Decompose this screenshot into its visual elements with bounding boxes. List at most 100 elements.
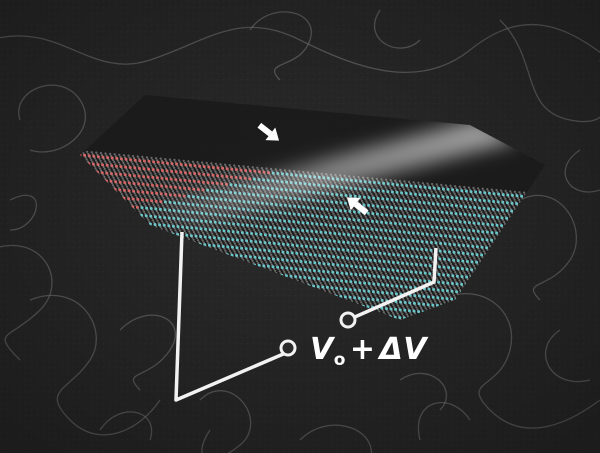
lattice-atom [290,224,293,227]
lattice-atom [349,272,353,276]
lattice-atom [311,265,314,268]
lattice-atom [306,196,309,199]
lattice-atom [233,174,236,177]
lattice-atom [391,302,394,305]
lattice-atom [155,157,158,160]
lattice-atom [351,284,354,287]
lattice-atom [189,234,193,238]
lattice-atom [334,250,337,253]
lattice-atom [157,221,160,224]
lattice-atom [374,269,377,272]
lattice-atom [105,171,109,175]
lattice-atom [381,291,385,295]
lattice-atom [182,167,185,170]
lattice-atom [236,213,239,216]
lattice-atom [185,224,188,227]
lattice-atom [320,205,323,208]
lattice-atom [339,277,342,280]
lattice-atom [226,237,230,241]
lattice-atom [274,269,277,272]
lattice-atom [366,288,369,291]
lattice-atom [153,215,157,219]
lattice-atom [251,252,254,255]
lattice-atom [191,176,194,179]
lattice-atom [346,282,349,285]
lattice-atom [185,226,189,229]
lattice-atom [290,242,293,245]
lattice-atom [259,223,262,226]
lattice-atom [298,258,301,261]
lattice-atom [257,170,261,174]
lattice-atom [200,169,203,172]
lattice-atom [251,166,254,169]
lattice-atom [336,228,339,231]
lattice-atom [280,239,283,242]
lattice-atom [315,222,319,226]
lattice-atom [359,248,362,251]
lattice-atom [218,178,221,181]
lattice-atom [272,224,275,227]
lattice-atom [190,174,193,177]
lattice-atom [210,230,213,233]
lattice-atom [370,286,373,289]
lattice-atom [290,234,293,237]
lattice-atom [333,189,336,192]
lattice-atom [380,297,383,300]
lattice-atom [340,229,343,232]
lattice-atom [324,223,328,227]
lattice-atom [321,268,324,271]
lattice-atom [328,239,332,243]
lattice-atom [291,218,294,221]
lattice-atom [144,179,147,182]
lattice-atom [159,165,162,168]
lattice-atom [94,167,97,170]
lattice-atom [258,213,261,216]
lattice-atom [304,225,307,228]
lattice-atom [162,163,165,166]
lattice-atom [106,174,109,177]
lattice-atom [324,206,327,209]
lattice-atom [98,157,101,160]
lattice-atom [176,172,179,175]
lattice-atom [299,217,302,220]
lattice-atom [283,245,286,248]
lattice-atom [254,172,257,175]
lattice-atom [274,254,277,257]
lattice-atom [244,220,247,223]
lattice-atom [336,263,340,267]
lattice-atom [333,290,336,294]
lattice-atom [173,166,176,169]
lattice-atom [227,222,231,226]
lattice-atom [225,218,228,221]
lattice-atom [188,179,192,183]
lattice-atom [309,271,312,274]
lattice-atom [296,211,299,214]
lattice-atom [273,259,276,263]
lattice-atom [313,209,316,212]
lattice-atom [244,212,247,215]
lattice-atom [288,230,291,233]
lattice-atom [294,259,298,263]
lattice-atom [364,258,368,262]
lattice-atom [304,200,307,203]
lattice-atom [153,180,156,183]
lattice-atom [331,270,335,274]
lattice-atom [252,226,255,229]
lattice-atom [162,196,165,199]
lattice-atom [240,221,243,224]
lattice-atom [168,183,171,186]
lattice-atom [126,195,129,198]
lattice-atom [166,222,169,225]
lattice-atom [341,281,344,285]
lattice-atom [309,202,312,205]
lattice-atom [279,221,283,224]
lattice-atom [224,216,227,219]
lattice-atom [276,257,280,261]
lattice-atom [290,199,293,202]
lattice-atom [225,233,228,237]
lattice-atom [254,230,257,233]
lattice-atom [284,239,287,242]
lattice-atom [122,154,125,157]
lattice-atom [118,188,122,192]
lattice-atom [369,268,373,272]
